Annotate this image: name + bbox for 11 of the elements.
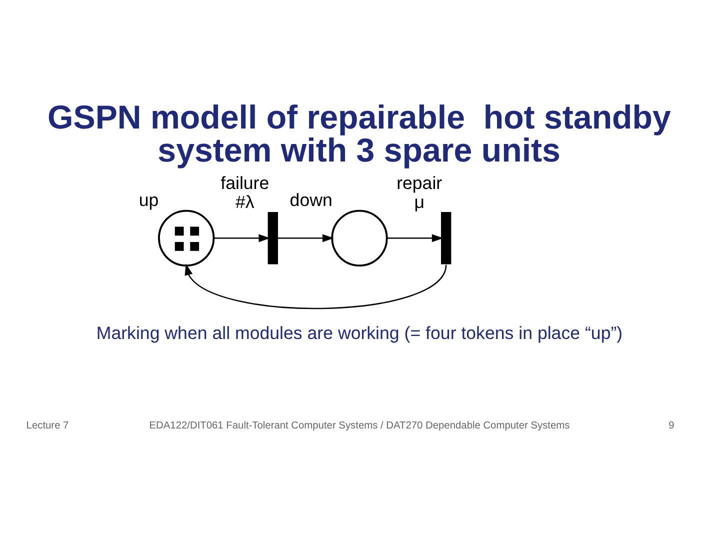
node-label: failure bbox=[220, 172, 270, 192]
node-label: μ bbox=[414, 191, 424, 212]
node-label: up bbox=[138, 189, 159, 210]
diagram-title: GSPN modell of repairable hot standby system with 3 spare units bbox=[48, 98, 671, 170]
label: 9 bbox=[668, 420, 674, 431]
label: Marking when all modules are working (= four tokens in place “up”) bbox=[96, 322, 623, 343]
label: Lecture 7 bbox=[26, 420, 69, 431]
node-label: repair bbox=[396, 172, 442, 192]
node-label: down bbox=[290, 189, 332, 210]
node-label: #λ bbox=[235, 191, 254, 212]
label: EDA122/DIT061 Fault-Tolerant Computer Systems / DAT270 Dependable Computer Systems bbox=[149, 420, 570, 431]
